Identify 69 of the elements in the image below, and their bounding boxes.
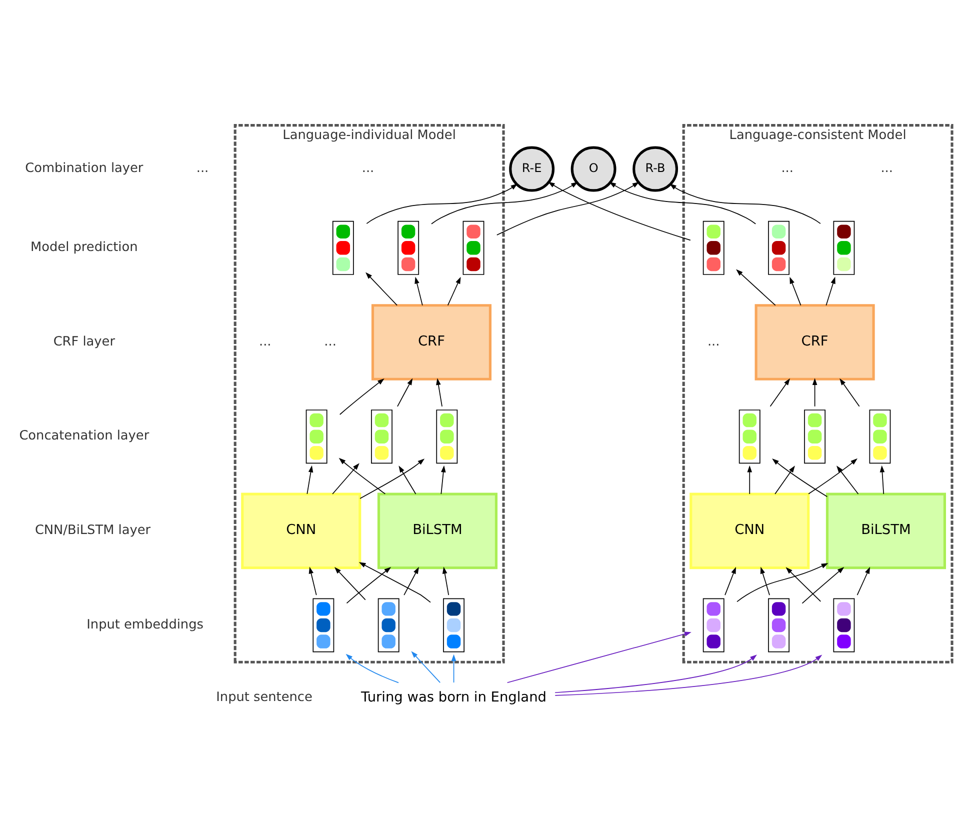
label: Input embeddings <box>86 617 204 632</box>
node-box: CNN <box>690 492 810 570</box>
arrow <box>880 465 885 494</box>
arrow <box>442 566 450 596</box>
arrow <box>358 562 431 603</box>
arrow <box>366 272 398 306</box>
arrow <box>404 566 419 596</box>
arrow <box>411 651 441 684</box>
arrow <box>826 276 836 306</box>
arrow <box>338 458 386 494</box>
arrow <box>808 458 858 494</box>
arrow <box>339 378 384 415</box>
arrow <box>812 378 818 407</box>
label: ... <box>324 334 336 350</box>
arrow <box>346 654 399 684</box>
arrow <box>451 654 456 683</box>
arrow <box>840 378 860 407</box>
node-box: CRF <box>371 304 492 380</box>
arrow <box>436 378 442 407</box>
label: ... <box>258 334 272 350</box>
label: Concatenation layer <box>19 428 150 444</box>
arrow <box>447 276 461 306</box>
arrow <box>774 466 795 494</box>
label: ... <box>880 161 893 176</box>
node-box: BiLSTM <box>377 492 498 570</box>
label: Combination layer <box>25 161 144 176</box>
label: ... <box>781 161 794 176</box>
node-box: CRF <box>754 304 875 380</box>
arrow <box>724 566 736 596</box>
arrow <box>414 276 423 306</box>
arrow <box>440 465 446 494</box>
arrow <box>736 269 776 306</box>
arrow <box>760 566 770 596</box>
node-text: Turing was born in England <box>361 689 547 706</box>
arrow <box>802 566 844 604</box>
arrow <box>431 182 578 224</box>
arrow <box>747 465 752 494</box>
arrow <box>397 378 413 407</box>
arrow <box>334 567 366 600</box>
arrow <box>332 463 360 494</box>
arrow <box>548 182 691 241</box>
arrow <box>669 184 821 224</box>
label: CRF layer <box>53 334 116 350</box>
arrow <box>306 465 314 494</box>
label: CNN/BiLSTM layer <box>34 522 151 538</box>
arrow <box>790 276 802 306</box>
label: Input sentence <box>216 690 312 706</box>
arrow <box>496 182 640 236</box>
arrow <box>786 567 822 602</box>
arrow <box>609 182 756 224</box>
arrow <box>772 458 828 498</box>
label: ... <box>362 161 374 176</box>
node-box: CNN <box>241 492 362 570</box>
node-box: BiLSTM <box>826 492 946 570</box>
arrow <box>554 654 822 696</box>
label: ... <box>196 161 209 176</box>
arrow <box>506 632 692 684</box>
arrow <box>736 563 828 602</box>
arrow <box>554 654 757 694</box>
arrow <box>366 184 518 224</box>
label: ... <box>707 334 720 350</box>
arrow <box>398 466 416 494</box>
arrow <box>346 567 392 604</box>
arrow <box>770 378 790 407</box>
label: Model prediction <box>30 240 138 255</box>
arrow <box>836 466 859 494</box>
arrow <box>308 566 317 596</box>
arrow <box>856 566 870 596</box>
arrow <box>360 458 425 499</box>
